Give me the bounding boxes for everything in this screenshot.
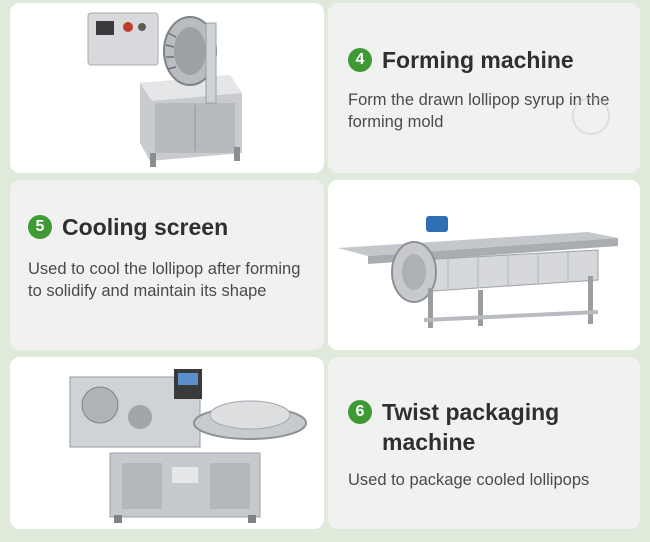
cooling-screen-image-card (328, 180, 640, 350)
twist-packaging-machine-image-card (10, 357, 324, 529)
step-number-badge: 4 (348, 48, 372, 72)
step-number-badge: 6 (348, 400, 372, 424)
step-description: Used to package cooled lollipops (348, 471, 590, 489)
twist-packaging-machine-image (10, 357, 324, 529)
watermark-logo-icon (572, 97, 610, 135)
step-heading: 4 Forming machine (348, 45, 574, 75)
forming-machine-image (10, 3, 324, 173)
cooling-screen-image (328, 180, 640, 350)
forming-machine-image-card (10, 3, 324, 173)
step-title: Twist packaging machine (382, 399, 560, 455)
twist-packaging-text-card: 6 Twist packaging machine Used to packag… (328, 357, 640, 529)
step-heading: 6 Twist packaging machine (348, 397, 628, 457)
step-title: Forming machine (382, 47, 574, 73)
step-title: Cooling screen (62, 214, 229, 240)
step-description: Used to cool the lollipop after forming … (28, 260, 301, 300)
forming-machine-text-card: 4 Forming machine Form the drawn lollipo… (328, 3, 640, 173)
step-heading: 5 Cooling screen (28, 212, 228, 242)
step-description: Form the drawn lollipop syrup in the for… (348, 91, 610, 131)
step-number-badge: 5 (28, 215, 52, 239)
cooling-screen-text-card: 5 Cooling screen Used to cool the lollip… (10, 180, 324, 350)
